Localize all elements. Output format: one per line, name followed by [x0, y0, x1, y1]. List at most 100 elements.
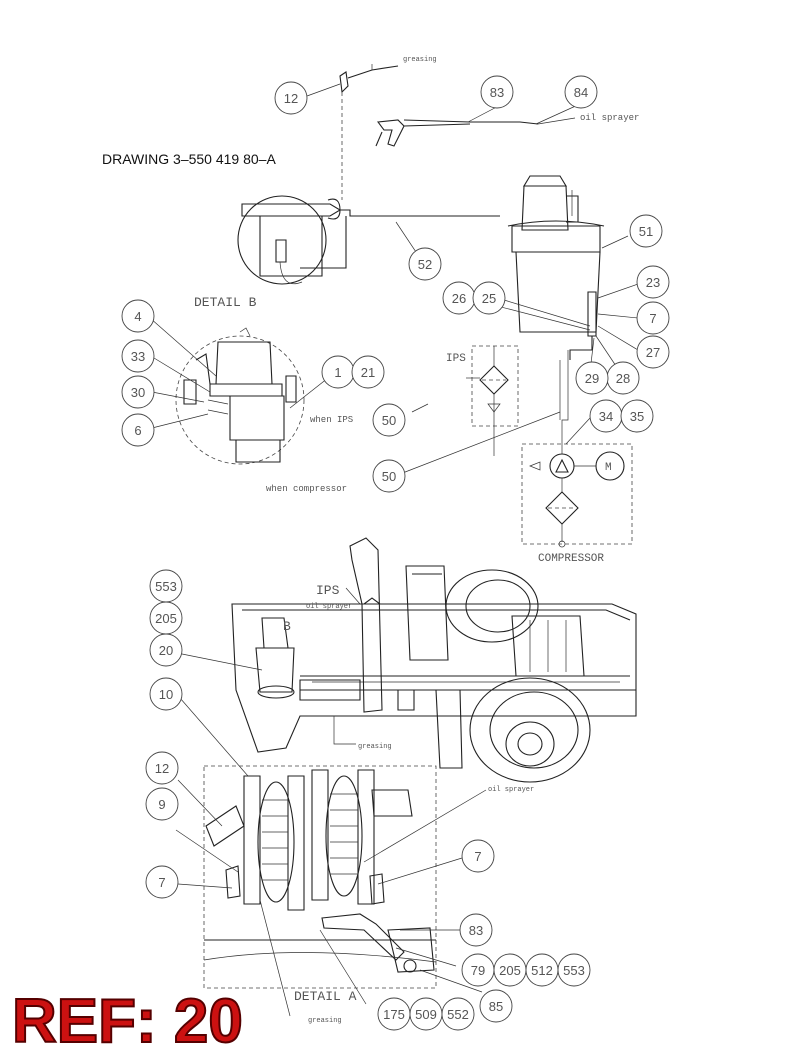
svg-text:23: 23 — [646, 275, 660, 290]
callout-1: 1 — [321, 355, 355, 389]
svg-text:7: 7 — [474, 849, 481, 864]
callout-12-detail: 12 — [145, 751, 179, 785]
callout-50-compressor: 50 — [372, 459, 406, 493]
svg-text:1: 1 — [334, 365, 341, 380]
callout-20: 20 — [149, 633, 183, 667]
callout-26: 26 — [442, 281, 476, 315]
greasing-fitting-top: greasing — [339, 56, 437, 200]
grease-pump-drum — [507, 175, 605, 420]
callout-34: 34 — [589, 399, 623, 433]
svg-text:85: 85 — [489, 999, 503, 1014]
oil-sprayer-label-detail: oil sprayer — [488, 786, 534, 794]
motor-label: M — [605, 462, 612, 474]
detail-circle-pump — [175, 327, 305, 465]
callout-33: 33 — [121, 339, 155, 373]
svg-text:553: 553 — [563, 963, 585, 978]
svg-text:175: 175 — [383, 1007, 405, 1022]
svg-text:26: 26 — [452, 291, 466, 306]
svg-text:51: 51 — [639, 224, 653, 239]
callout-7-top: 7 — [636, 301, 670, 335]
callout-4: 4 — [121, 299, 155, 333]
svg-text:28: 28 — [616, 371, 630, 386]
b-truck-label: B — [283, 619, 291, 634]
callout-79: 79 — [461, 953, 495, 987]
callout-28: 28 — [606, 361, 640, 395]
svg-text:83: 83 — [490, 85, 504, 100]
svg-text:50: 50 — [382, 413, 396, 428]
svg-text:21: 21 — [361, 365, 375, 380]
callout-10: 10 — [149, 677, 183, 711]
drawing-title: DRAWING 3–550 419 80–A — [102, 151, 276, 167]
svg-text:205: 205 — [499, 963, 521, 978]
callout-553-detail: 553 — [557, 953, 591, 987]
svg-text:205: 205 — [155, 611, 177, 626]
callout-9: 9 — [145, 787, 179, 821]
callout-552: 552 — [441, 997, 475, 1031]
detail-b-label: DETAIL B — [194, 295, 257, 310]
greasing-label-truck: greasing — [358, 743, 392, 751]
callout-35: 35 — [620, 399, 654, 433]
svg-text:29: 29 — [585, 371, 599, 386]
callout-83-detail: 83 — [459, 913, 493, 947]
svg-text:84: 84 — [574, 85, 588, 100]
hose-line — [340, 209, 500, 217]
ips-filter-box: IPS — [446, 345, 519, 456]
callout-23: 23 — [636, 265, 670, 299]
svg-text:509: 509 — [415, 1007, 437, 1022]
callout-27: 27 — [636, 335, 670, 369]
callout-25: 25 — [472, 281, 506, 315]
callout-52: 52 — [408, 247, 442, 281]
svg-text:7: 7 — [158, 875, 165, 890]
detail-a-hose-reels: DETAIL A oil sprayer — [203, 765, 534, 1004]
leader-lines-top — [149, 83, 639, 475]
ref-stamp: REF: 20 — [12, 987, 243, 1053]
svg-text:4: 4 — [134, 309, 141, 324]
svg-text:10: 10 — [159, 687, 173, 702]
svg-text:30: 30 — [131, 385, 145, 400]
callout-512: 512 — [525, 953, 559, 987]
when-compressor-label: when compressor — [266, 484, 347, 494]
ips-box-label: IPS — [446, 353, 466, 365]
oil-spray-gun: oil sprayer — [375, 113, 639, 147]
hose-line-down — [300, 216, 347, 269]
svg-text:512: 512 — [531, 963, 553, 978]
svg-text:7: 7 — [649, 311, 656, 326]
svg-text:79: 79 — [471, 963, 485, 978]
compressor-label: COMPRESSOR — [538, 553, 604, 565]
callout-29: 29 — [575, 361, 609, 395]
leader-lines-bottom: greasing — [175, 653, 483, 1025]
svg-text:9: 9 — [158, 797, 165, 812]
callout-205-detail: 205 — [493, 953, 527, 987]
callout-12-top: 12 — [274, 81, 308, 115]
callout-21: 21 — [351, 355, 385, 389]
svg-text:12: 12 — [284, 91, 298, 106]
callout-509: 509 — [409, 997, 443, 1031]
svg-text:35: 35 — [630, 409, 644, 424]
svg-text:27: 27 — [646, 345, 660, 360]
callout-84: 84 — [564, 75, 598, 109]
svg-text:33: 33 — [131, 349, 145, 364]
greasing-label-bottom: greasing — [308, 1017, 342, 1025]
callout-51: 51 — [629, 214, 663, 248]
callout-175: 175 — [377, 997, 411, 1031]
svg-text:83: 83 — [469, 923, 483, 938]
callout-50-ips: 50 — [372, 403, 406, 437]
callout-85: 85 — [479, 989, 513, 1023]
callout-6: 6 — [121, 413, 155, 447]
ips-truck-label: IPS — [316, 583, 340, 598]
callout-83-top: 83 — [480, 75, 514, 109]
compressor-box: M COMPRESSOR — [521, 350, 633, 565]
svg-text:50: 50 — [382, 469, 396, 484]
greasing-label-top: greasing — [403, 56, 437, 64]
callout-7-right: 7 — [461, 839, 495, 873]
svg-text:12: 12 — [155, 761, 169, 776]
svg-text:20: 20 — [159, 643, 173, 658]
detail-a-label: DETAIL A — [294, 989, 357, 1004]
callout-553-truck: 553 — [149, 569, 183, 603]
svg-text:52: 52 — [418, 257, 432, 272]
truck-chassis: IPS oil sprayer B greasing — [231, 537, 637, 783]
oil-sprayer-label-top: oil sprayer — [580, 113, 639, 123]
svg-text:34: 34 — [599, 409, 613, 424]
detail-b-hose-reel: DETAIL B — [194, 195, 342, 310]
